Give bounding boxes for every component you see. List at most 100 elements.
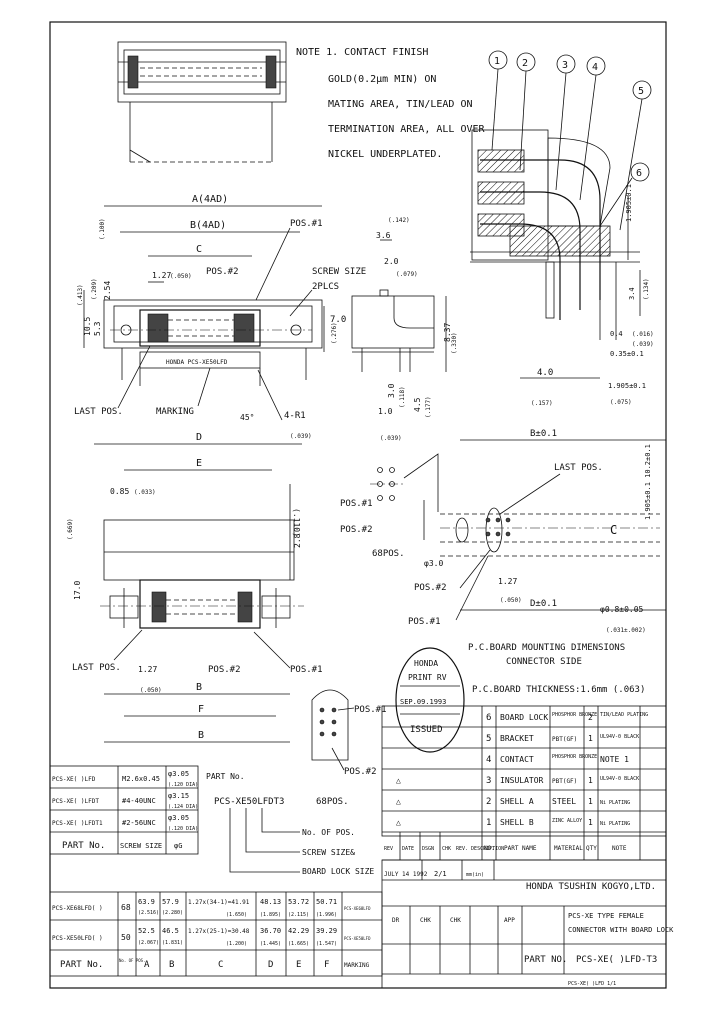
dim-row-d: 36.70 <box>260 927 281 935</box>
title-line-1: PCS-XE TYPE FEMALE <box>568 912 644 920</box>
dim-837: 8.37 <box>443 323 452 342</box>
dim-04-in: (.016) <box>632 331 654 338</box>
dim-D: D <box>196 432 202 443</box>
pinmap-pos2: POS.#2 <box>344 767 377 777</box>
dim-40: 4.0 <box>537 368 553 378</box>
note-line-2: GOLD(0.2μm MIN) ON <box>328 74 436 85</box>
pcb-right-dims: 1.905±0.1 10.2±0.1 <box>644 444 652 520</box>
part-row-num: 4 <box>486 755 491 765</box>
dim-127: 1.27 <box>152 271 171 280</box>
balloon-2-label: 2 <box>522 58 528 69</box>
screw-row-size: #4-40UNC <box>122 797 156 805</box>
stamp-date: SEP.09.1993 <box>400 698 446 706</box>
screw-row-size: M2.6x0.45 <box>122 775 160 783</box>
screw-row-val: φ3.05 <box>168 770 189 778</box>
title-part-no-label: PART NO. <box>524 955 567 965</box>
screw-size-table: PCS-XE( )LFD M2.6x0.45 φ3.05 (.120 DIA) … <box>49 765 374 876</box>
part-row-num: 6 <box>486 713 491 723</box>
dim-row-e-in: (1.665) <box>288 941 309 947</box>
bottom-dim-B: B <box>196 682 202 693</box>
dim-C: C <box>196 244 202 255</box>
pcb-subtitle: CONNECTOR SIDE <box>506 657 582 667</box>
part-row-num: 1 <box>486 818 491 828</box>
svg-text:C: C <box>610 523 617 537</box>
pcb-pin-grid <box>370 467 404 501</box>
parts-header: QTY <box>586 845 597 852</box>
screw-row-size: #2-56UNC <box>122 819 156 827</box>
dim-header: C <box>218 960 223 970</box>
title-label: DR <box>392 917 400 924</box>
part-row-qty: 1 <box>588 797 593 806</box>
note-line-5: NICKEL UNDERPLATED. <box>328 149 442 160</box>
dim-row-f: 50.71 <box>316 898 337 906</box>
bottom-last-pos: LAST POS. <box>72 663 121 673</box>
dim-30: 3.0 <box>387 383 396 398</box>
dim-row-part: PCS-XE68LFD( ) <box>52 905 103 912</box>
note-line-1: NOTE 1. CONTACT FINISH <box>296 47 428 58</box>
screw-row-val: φ3.15 <box>168 792 189 800</box>
screw-plcs-label: 2PLCS <box>312 282 339 292</box>
part-row-material: PHOSPHOR BRONZE <box>552 712 597 718</box>
dim-row-e-in: (2.115) <box>288 912 309 918</box>
dim-header: MARKING <box>344 962 370 969</box>
rev-mark: △ <box>396 818 401 827</box>
marking-label: MARKING <box>156 407 194 417</box>
dim-row-c-in: (1.650) <box>226 912 247 918</box>
pcb-hole-dia: φ0.8±0.05 <box>600 605 644 614</box>
dim-header: E <box>296 960 301 970</box>
part-row-note: Ni PLATING <box>600 821 630 827</box>
rev-header: REV. DESCRIPTION <box>456 846 504 852</box>
pcb-layout-view: B±0.1 LAST POS. POS.#1 POS.#2 68POS. C φ… <box>340 429 666 695</box>
title-company: HONDA TSUSHIN KOGYO,LTD. <box>526 882 656 892</box>
dim-row-f-in: (1.996) <box>316 912 337 918</box>
title-part-no: PCS-XE( )LFD-T3 <box>576 955 657 965</box>
part-row-num: 2 <box>486 797 491 807</box>
part-row-name: SHELL A <box>500 797 534 806</box>
dim-row-b-in: (2.280) <box>162 910 183 916</box>
dim-035: 0.35±0.1 <box>610 350 644 358</box>
top-left-view <box>117 41 287 163</box>
dim-30-in: (.118) <box>399 386 406 408</box>
board-lock-label: BOARD LOCK SIZE <box>302 867 374 876</box>
pos2-label: POS.#2 <box>206 267 239 277</box>
dim-10: 1.0 <box>378 407 393 416</box>
pcb-thickness: P.C.BOARD THICKNESS:1.6mm (.063) <box>472 685 645 695</box>
pcb-pos68: 68POS. <box>372 549 405 559</box>
dim-1905b: 1.905±0.1 <box>608 382 646 390</box>
part-row-qty: 2 <box>588 713 593 722</box>
dim-10-in: (.039) <box>380 435 402 442</box>
dim-B: B(4AD) <box>190 220 226 231</box>
bottom-view: D E 0.85 (.033) (.110) 2.8 17.0 (.669) 1… <box>67 432 323 743</box>
screw-size-label2: SCREW SIZE& <box>302 848 355 857</box>
dim-837-in: (.330) <box>451 332 458 354</box>
screw-size-label: SCREW SIZE <box>312 267 366 277</box>
pcb-pos1: POS.#1 <box>340 499 373 509</box>
part-row-note: UL94V-0 BLACK <box>600 776 639 782</box>
dim-row-f-in: (1.547) <box>316 941 337 947</box>
balloon-3-label: 3 <box>562 60 568 71</box>
left-dim-254: 2.54 <box>103 281 112 300</box>
balloon-1-label: 1 <box>494 56 500 67</box>
radius-label: 4-R1 <box>284 411 306 421</box>
part-row-material: PBT(GF) <box>552 778 577 785</box>
part-row-qty: 1 <box>588 818 593 827</box>
no-of-pos-label: No. OF POS. <box>302 828 355 837</box>
dim-085: 0.85 <box>110 487 129 496</box>
pcb-pos1b: POS.#1 <box>408 617 441 627</box>
dim-17: 17.0 <box>73 581 82 600</box>
dim-127-in: (.050) <box>170 273 192 280</box>
balloon-5-label: 5 <box>638 86 644 97</box>
part-row-name: BRACKET <box>500 734 534 743</box>
part-row-name: CONTACT <box>500 755 534 764</box>
pcb-dim-D: D±0.1 <box>530 599 557 609</box>
angle-label: 45° <box>240 413 254 422</box>
dim-row-part: PCS-XE50LFD( ) <box>52 935 103 942</box>
last-pos-label: LAST POS. <box>74 407 123 417</box>
marking-text: HONDA PCS-XE50LFD <box>166 359 228 366</box>
dim-70: 7.0 <box>330 315 346 325</box>
part-row-note: Ni PLATING <box>600 800 630 806</box>
title-date: JULY 14 1992 <box>384 871 428 878</box>
title-bottom: PCS-XE( )LFD 1/1 <box>568 981 616 987</box>
title-block: JULY 14 1992 2/1 mm(in) HONDA TSUSHIN KO… <box>381 859 674 989</box>
